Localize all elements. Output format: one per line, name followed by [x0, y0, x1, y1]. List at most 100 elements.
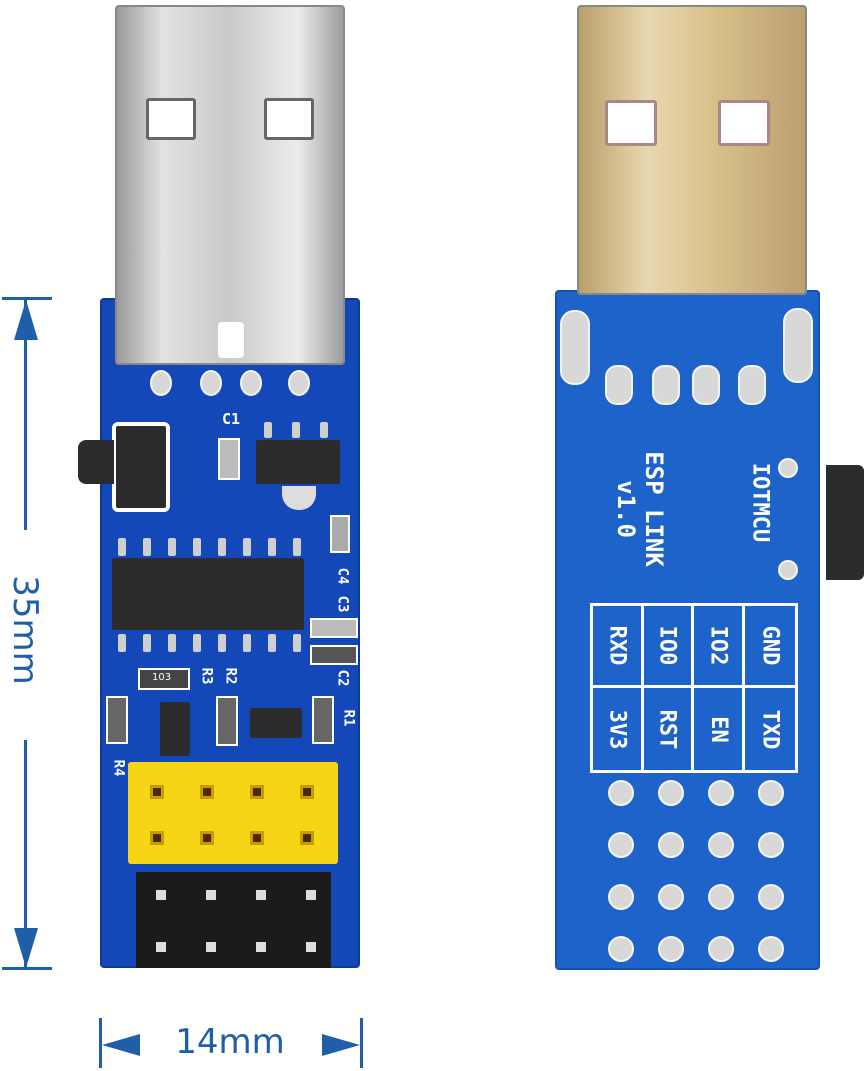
pin-label-rxd: RXD	[604, 625, 630, 666]
height-dimension-line	[24, 740, 27, 968]
usb-hole	[146, 98, 196, 140]
pin-label-io2: IO2	[705, 625, 731, 666]
pin-label-gnd: GND	[757, 625, 783, 666]
chip-pin	[168, 538, 176, 556]
pin-label-io0: IO0	[654, 625, 680, 666]
through-hole-pad	[608, 780, 634, 806]
pin-label-en: EN	[705, 715, 731, 743]
arrow-up-icon	[14, 300, 38, 340]
usb-notch	[218, 322, 244, 358]
resistor-code: 103	[152, 672, 172, 683]
transistor	[250, 708, 302, 738]
through-hole-pad	[708, 780, 734, 806]
through-hole-pad	[608, 936, 634, 962]
chip-pin	[243, 634, 251, 652]
chip-pin	[193, 634, 201, 652]
chip-pin	[293, 538, 301, 556]
header-pin	[306, 890, 316, 900]
board-title: ESP LINK v1.0	[612, 451, 668, 567]
header-pin	[256, 890, 266, 900]
capacitor-c3	[310, 618, 358, 638]
arrow-left-icon	[102, 1034, 140, 1056]
voltage-regulator	[256, 440, 340, 484]
front-usb-plug	[115, 5, 345, 365]
usb-serial-chip	[112, 558, 304, 630]
through-hole-pad	[608, 832, 634, 858]
height-dimension-label: 35mm	[5, 575, 45, 685]
switch-knob[interactable]	[78, 440, 114, 484]
switch-knob-back[interactable]	[826, 465, 864, 580]
resistor	[312, 696, 334, 744]
through-hole-pad	[758, 832, 784, 858]
shield-tab	[783, 308, 813, 383]
chip-pin	[218, 634, 226, 652]
capacitor-c1	[218, 438, 240, 480]
through-hole-pad	[708, 832, 734, 858]
shield-tab	[560, 310, 590, 385]
pin-label-txd: TXD	[757, 709, 783, 749]
usb-pad	[200, 370, 222, 396]
chip-pin	[268, 634, 276, 652]
through-hole-pad	[758, 780, 784, 806]
header-pin	[256, 942, 266, 952]
usb-pad	[288, 370, 310, 396]
regulator-pin	[292, 422, 300, 438]
chip-pin	[243, 538, 251, 556]
label-c4: C4	[334, 567, 351, 585]
socket-hole	[300, 831, 314, 845]
through-hole-pad	[708, 936, 734, 962]
height-bottom-tick	[2, 967, 52, 970]
through-hole-pad	[708, 884, 734, 910]
socket-hole	[200, 785, 214, 799]
through-hole-pad	[608, 884, 634, 910]
chip-pin	[168, 634, 176, 652]
regulator-pin	[264, 422, 272, 438]
chip-pin	[118, 538, 126, 556]
label-r4: R4	[110, 759, 127, 777]
usb-pad	[605, 365, 633, 405]
transistor	[160, 702, 190, 756]
header-pin	[306, 942, 316, 952]
through-hole-pad	[758, 936, 784, 962]
led	[282, 486, 316, 510]
height-top-tick	[2, 297, 52, 300]
socket-hole	[200, 831, 214, 845]
through-hole-pad	[758, 884, 784, 910]
pin-label-table: RXD IO0 IO2 GND 3V3 RST EN TXD	[590, 603, 798, 773]
label-r2: R2	[222, 667, 239, 685]
header-pin	[206, 942, 216, 952]
pin-label-rst: RST	[654, 709, 680, 749]
usb-hole	[264, 98, 314, 140]
socket-hole	[150, 831, 164, 845]
socket-hole	[150, 785, 164, 799]
usb-hole	[718, 100, 770, 146]
mode-switch[interactable]	[112, 422, 170, 512]
through-hole-pad	[658, 832, 684, 858]
header-pin	[206, 890, 216, 900]
through-hole-pad	[658, 884, 684, 910]
through-hole-pad	[658, 780, 684, 806]
arrow-right-icon	[322, 1034, 360, 1056]
label-c2: C2	[334, 669, 351, 687]
chip-pin	[218, 538, 226, 556]
chip-pin	[268, 538, 276, 556]
board-brand: IOTMCU	[747, 462, 773, 543]
usb-pad	[652, 365, 680, 405]
label-c3: C3	[334, 595, 351, 613]
usb-pad	[738, 365, 766, 405]
capacitor-c4	[330, 515, 350, 553]
socket-hole	[250, 785, 264, 799]
width-right-tick	[360, 1018, 363, 1068]
capacitor-c2	[310, 645, 358, 665]
via	[778, 560, 798, 580]
pin-label-3v3: 3V3	[604, 709, 630, 749]
chip-pin	[293, 634, 301, 652]
width-dimension-label: 14mm	[175, 1022, 285, 1062]
header-pin	[156, 890, 166, 900]
socket-hole	[300, 785, 314, 799]
via	[778, 458, 798, 478]
label-r1: R1	[340, 709, 357, 727]
esp01-socket[interactable]	[128, 762, 338, 864]
label-r3: R3	[198, 667, 215, 685]
chip-pin	[118, 634, 126, 652]
